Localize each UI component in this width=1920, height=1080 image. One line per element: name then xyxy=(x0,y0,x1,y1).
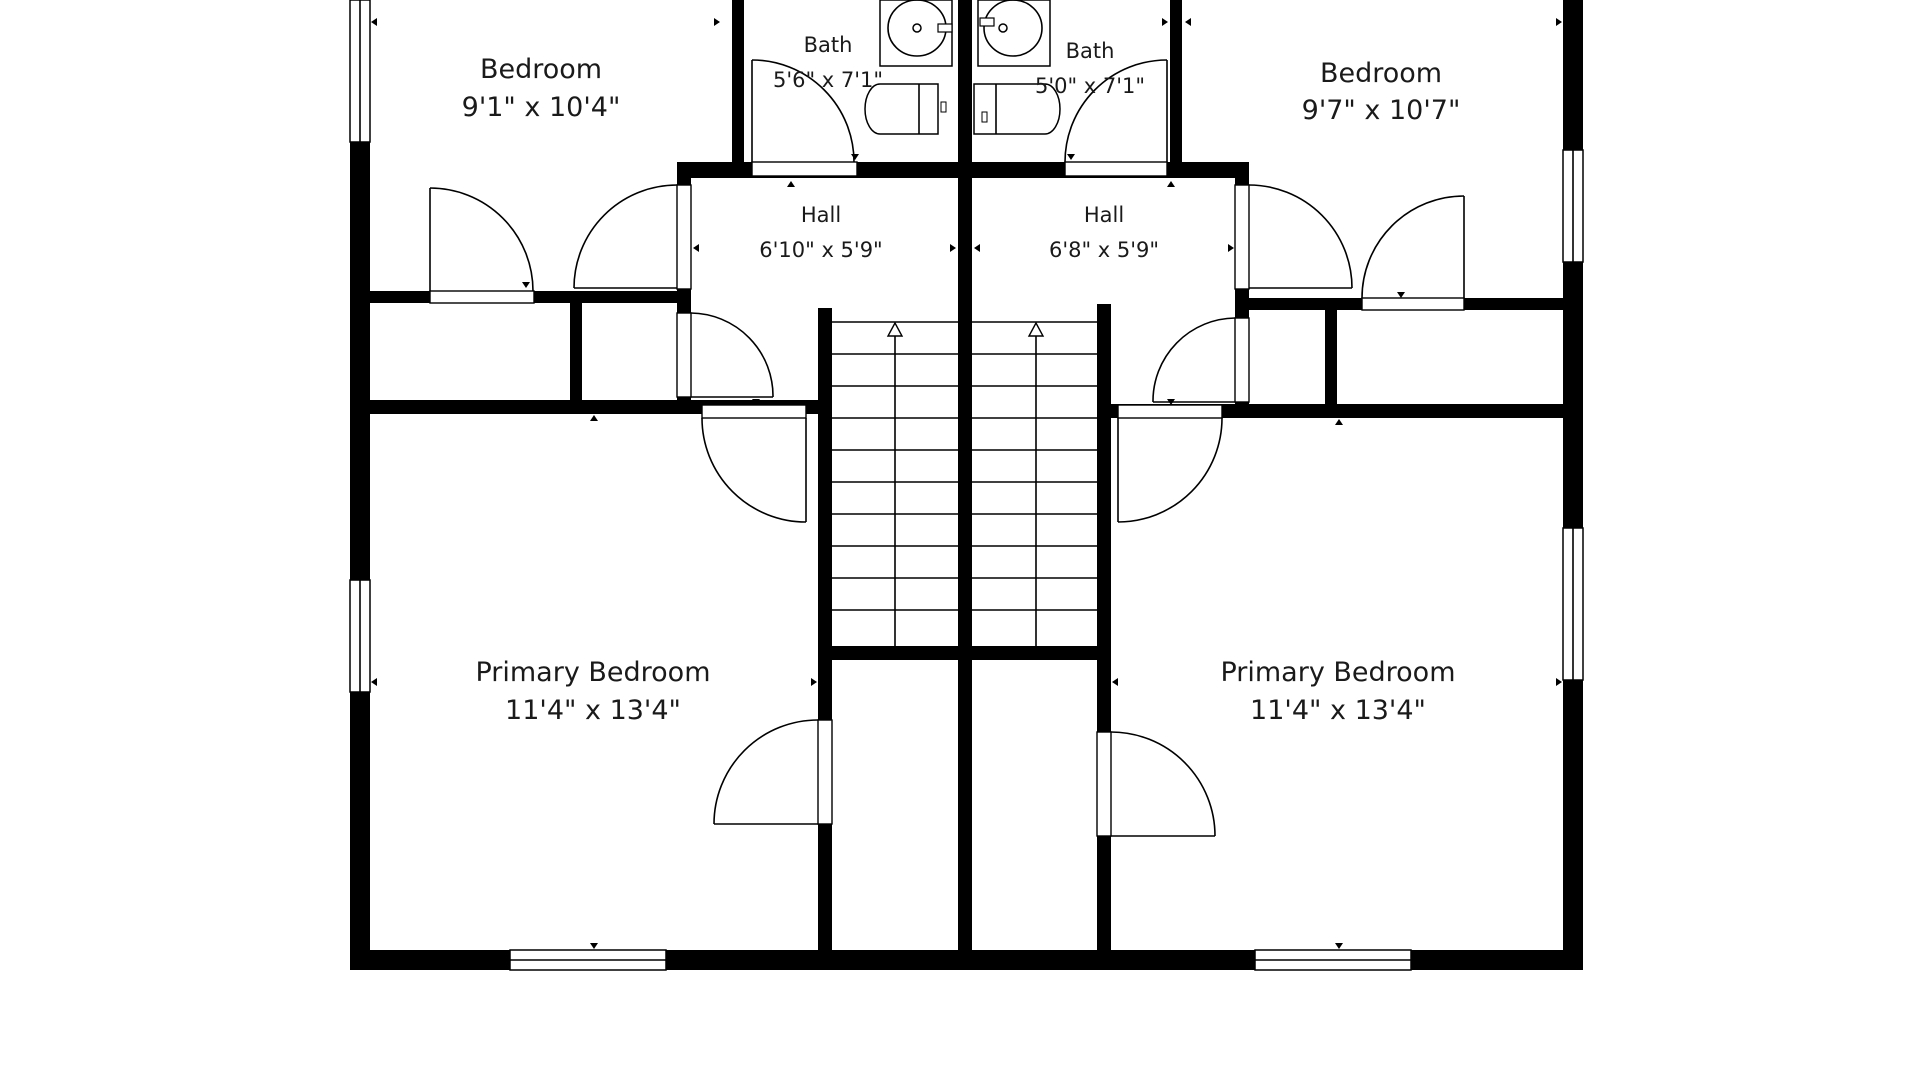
bedroom-right-dims: 9'7" x 10'7" xyxy=(1302,95,1461,126)
room-labels: Bedroom 9'1" x 10'4" Bedroom 9'7" x 10'7… xyxy=(462,33,1461,726)
staircase xyxy=(832,321,1097,646)
dimension-markers xyxy=(371,18,1562,949)
bath-left-name: Bath xyxy=(804,33,853,57)
primary-left-dims: 11'4" x 13'4" xyxy=(505,695,681,726)
hall-right-dims: 6'8" x 5'9" xyxy=(1049,238,1159,262)
bedroom-right-name: Bedroom xyxy=(1320,58,1442,89)
bedroom-left-dims: 9'1" x 10'4" xyxy=(462,92,621,123)
doors xyxy=(429,59,1465,837)
bath-left-dims: 5'6" x 7'1" xyxy=(773,68,883,92)
bath-right-name: Bath xyxy=(1066,39,1115,63)
stair-arrow-left-icon xyxy=(886,321,904,337)
primary-right-dims: 11'4" x 13'4" xyxy=(1250,695,1426,726)
windows xyxy=(349,0,1584,971)
primary-left-name: Primary Bedroom xyxy=(475,657,710,688)
bedroom-left-name: Bedroom xyxy=(480,54,602,85)
bath-fixtures xyxy=(864,0,1061,135)
hall-left-dims: 6'10" x 5'9" xyxy=(759,238,882,262)
stair-arrow-right-icon xyxy=(1027,321,1045,337)
hall-left-name: Hall xyxy=(801,203,841,227)
interior-walls xyxy=(350,0,1583,962)
primary-right-name: Primary Bedroom xyxy=(1220,657,1455,688)
bath-right-dims: 5'0" x 7'1" xyxy=(1035,74,1145,98)
hall-right-name: Hall xyxy=(1084,203,1124,227)
